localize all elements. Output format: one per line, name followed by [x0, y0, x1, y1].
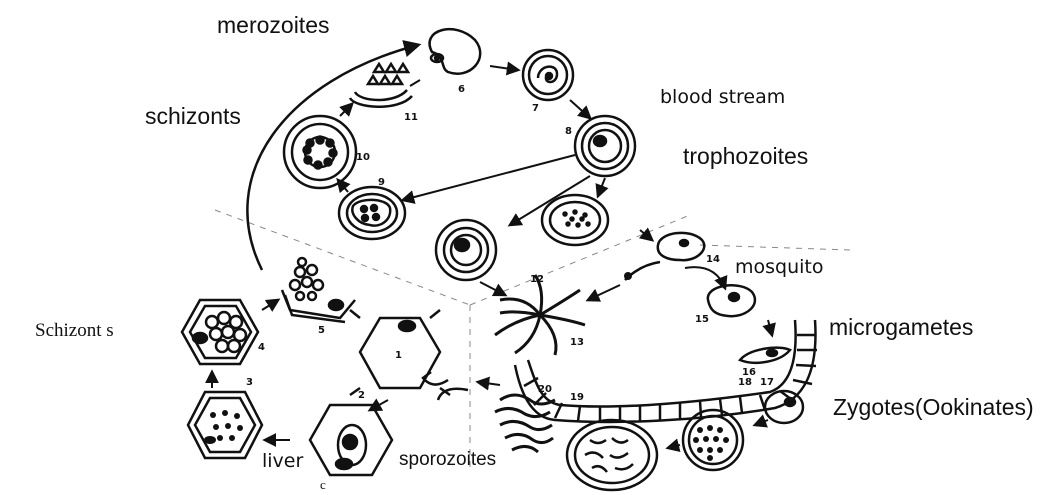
label-trophozoites: trophozoites: [683, 145, 808, 168]
stage-5-liver-rupture: [282, 258, 355, 322]
stage-14-cell: [658, 233, 704, 260]
label-mosquito: mosquito: [735, 258, 824, 277]
stage-12-cell: [436, 220, 496, 280]
stage-number: 17: [760, 377, 774, 388]
stage-11-rupture: [350, 64, 412, 107]
stage-number: 11: [404, 112, 418, 123]
stage-numbers: 1 2 3 4 5 6 7 8 9 10 11 12 13 14 15 16 1…: [246, 84, 774, 403]
stage-20-release: [495, 395, 555, 452]
stage-number: 2: [358, 390, 365, 401]
stage-number: 8: [565, 126, 572, 137]
stage-2-liver-cell: [310, 405, 392, 475]
stage-12b-cell: [542, 195, 608, 245]
label-blood-stream: blood stream: [660, 88, 785, 107]
stage-19-oocyst: [567, 420, 657, 490]
stage-number: 1: [395, 350, 402, 361]
label-zygotes: Zygotes(Ookinates): [833, 396, 1034, 419]
stage-number: 9: [378, 177, 385, 188]
section-guide-lines: [215, 210, 850, 470]
label-liver: liver: [262, 452, 303, 471]
stage-number: 13: [570, 337, 584, 348]
stage-number: 5: [318, 325, 325, 336]
stage-number: 14: [706, 254, 720, 265]
label-schizonts: schizonts: [145, 105, 241, 128]
stray-mark: c: [320, 478, 326, 491]
stage-number: 3: [246, 377, 253, 388]
stage-6-cell: [430, 29, 481, 73]
stage-3-liver-cell: [188, 392, 262, 458]
midgut-wall: [515, 320, 817, 422]
stage-18-oocyst: [683, 410, 743, 470]
stage-1-liver-cell: [350, 310, 468, 400]
stage-number: 19: [570, 392, 584, 403]
stage-number: 18: [738, 377, 752, 388]
stage-number: 20: [538, 384, 552, 395]
stage-number: 7: [532, 103, 539, 114]
stage-10-cell: [284, 116, 356, 188]
stage-7-cell: [523, 50, 573, 100]
stage-17-zygote: [765, 391, 803, 423]
stage-number: 4: [258, 342, 265, 353]
stage-15-cell: [708, 285, 755, 316]
stage-number: 15: [695, 314, 709, 325]
label-sporozoites: sporozoites: [399, 450, 496, 469]
label-merozoites: merozoites: [217, 14, 329, 37]
stage-number: 6: [458, 84, 465, 95]
stage-9-cell: [339, 187, 405, 239]
label-microgametes: microgametes: [829, 316, 973, 339]
label-schizont-s: Schizont s: [35, 321, 114, 340]
stage-16-cell: [740, 348, 790, 363]
stage-number: 10: [356, 152, 370, 163]
stage-8-cell: [575, 116, 635, 176]
stage-4-liver-cell: [182, 300, 258, 364]
stage-number: 12: [530, 274, 544, 285]
